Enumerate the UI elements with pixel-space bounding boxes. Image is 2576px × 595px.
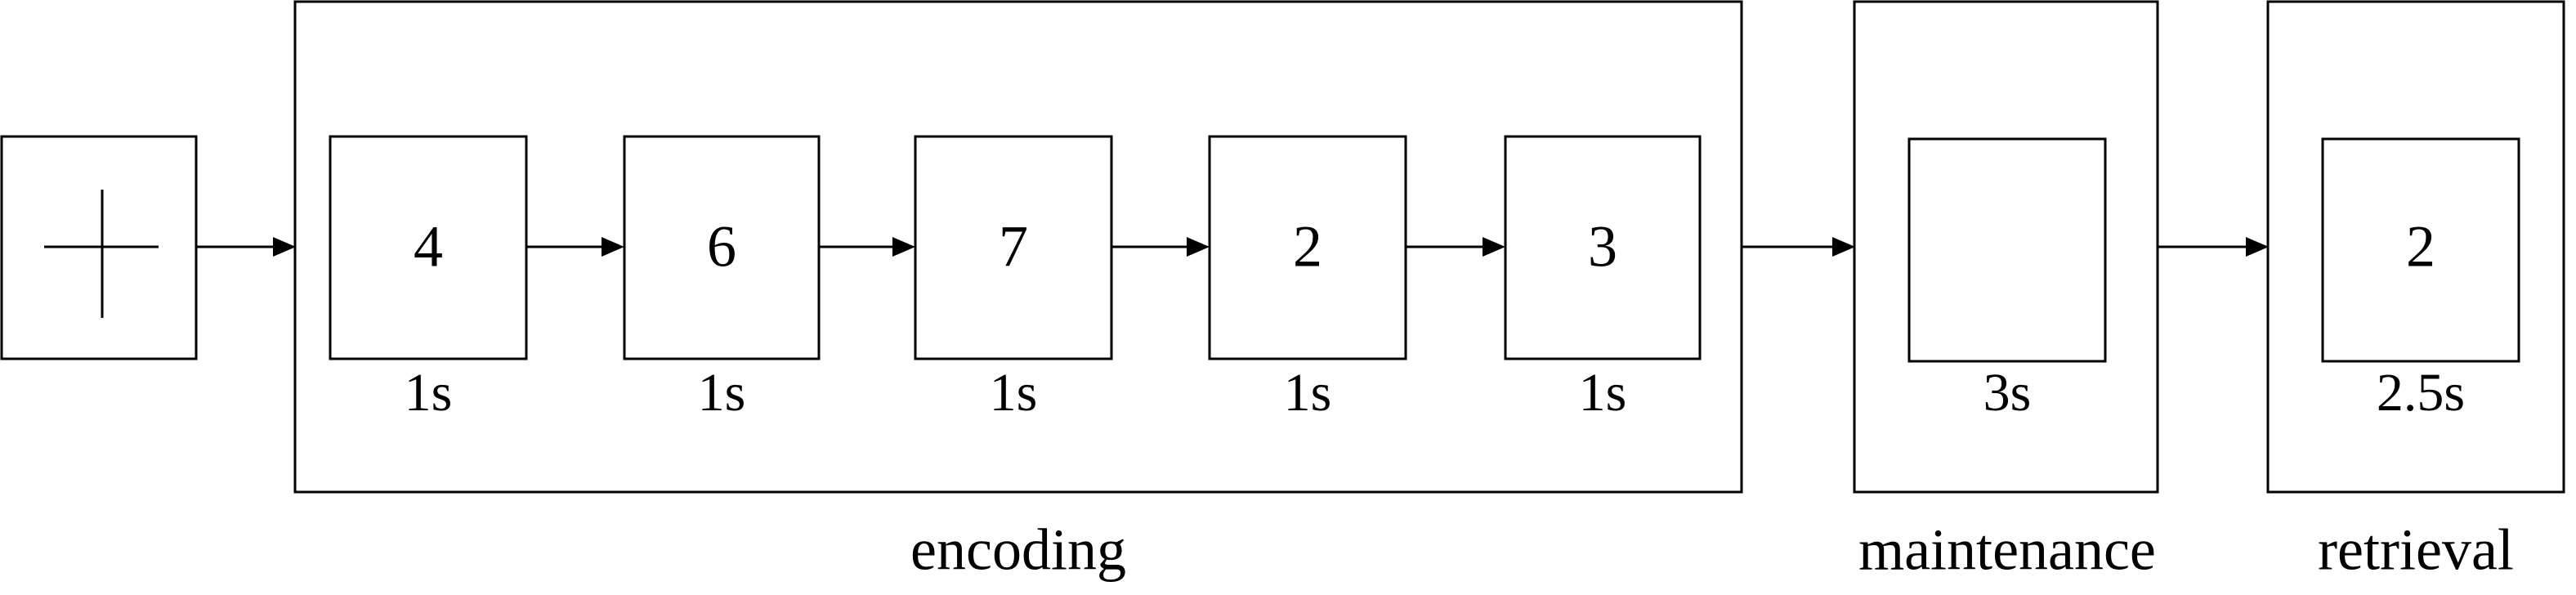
maintenance-phase: 3s — [1853, 0, 2159, 494]
maintenance-duration: 3s — [1983, 363, 2032, 423]
stimulus-digit: 3 — [1588, 214, 1617, 280]
stimulus-duration: 1s — [990, 363, 1038, 423]
encoding-item: 6 1s — [623, 135, 821, 423]
arrow-encoding-4-to-5 — [1406, 237, 1505, 257]
probe-digit: 2 — [2406, 214, 2435, 280]
stimulus-box — [1504, 135, 1702, 360]
retrieval-label: retrieval — [2318, 517, 2514, 583]
encoding-item: 7 1s — [914, 135, 1113, 423]
stimulus-digit: 2 — [1293, 214, 1322, 280]
arrow-fixation-to-encoding — [196, 237, 296, 257]
probe-box — [2321, 137, 2520, 363]
retrieval-duration: 2.5s — [2377, 363, 2465, 423]
encoding-phase: 4 1s 6 1s 7 1s 2 — [293, 0, 1743, 494]
stimulus-digit: 6 — [707, 214, 736, 280]
arrow-encoding-3-to-4 — [1111, 237, 1210, 257]
retrieval-frame — [2266, 0, 2565, 494]
stimulus-duration: 1s — [405, 363, 453, 423]
arrow-encoding-2-to-3 — [819, 237, 915, 257]
encoding-item: 4 1s — [329, 135, 528, 423]
stimulus-digit: 7 — [999, 214, 1028, 280]
arrow-encoding-1-to-2 — [526, 237, 624, 257]
stimulus-duration: 1s — [698, 363, 746, 423]
stimulus-duration: 1s — [1284, 363, 1332, 423]
fixation-screen — [0, 135, 198, 360]
stimulus-duration: 1s — [1579, 363, 1627, 423]
stimulus-digit: 4 — [414, 214, 443, 280]
fixation-cross-icon — [44, 190, 159, 318]
encoding-label: encoding — [910, 517, 1126, 583]
maintenance-label: maintenance — [1858, 517, 2156, 583]
retrieval-phase: 2 2.5s — [2266, 0, 2565, 494]
arrow-maintenance-to-retrieval — [2158, 237, 2269, 257]
blank-screen-box — [1907, 137, 2107, 363]
encoding-item: 2 1s — [1208, 135, 1407, 423]
encoding-item: 3 1s — [1504, 135, 1702, 423]
arrow-encoding-to-maintenance — [1742, 237, 1855, 257]
